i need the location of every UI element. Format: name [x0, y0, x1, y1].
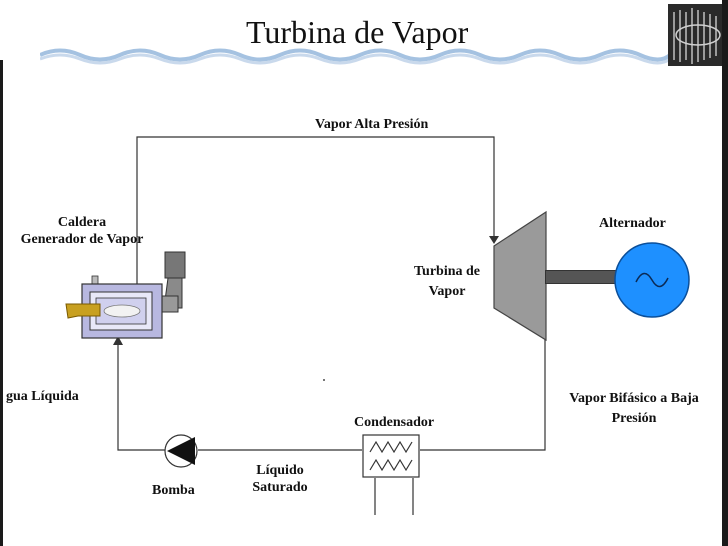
saturated-label-line2: Saturado	[252, 480, 308, 495]
boiler-label: Caldera Generador de Vapor	[6, 214, 158, 248]
boiler-label-line1: Caldera	[57, 215, 107, 230]
sine-wave-icon	[635, 272, 669, 288]
two-phase-label-line2: Presión	[611, 411, 657, 426]
high-pressure-steam-label: Vapor Alta Presión	[315, 117, 429, 132]
header-image	[668, 4, 728, 66]
pump-triangle-icon	[167, 437, 195, 465]
boiler-label-line2: Generador de Vapor	[20, 232, 144, 247]
dot	[323, 379, 325, 381]
turbine-shaft	[545, 270, 617, 284]
two-phase-label-line1: Vapor Bifásico a Baja	[569, 391, 699, 406]
turbine-label: Turbina de Vapor	[400, 263, 494, 300]
page-title: Turbina de Vapor	[246, 14, 469, 50]
condenser-label: Condensador	[354, 415, 435, 430]
turbine-icon	[493, 210, 547, 342]
liquid-water-label: gua Líquida	[6, 389, 79, 404]
left-border	[0, 60, 3, 546]
turbine-label-line1: Turbina de	[413, 264, 480, 279]
boiler-icon	[65, 251, 186, 339]
condenser-icon	[362, 434, 420, 478]
saturated-liquid-label: Líquido Saturado	[244, 462, 316, 496]
header-wave-banner	[40, 48, 670, 65]
turbine-label-line2: Vapor	[428, 284, 466, 299]
alternator-label: Alternador	[599, 216, 666, 231]
two-phase-steam-label: Vapor Bifásico a Baja Presión	[551, 390, 717, 427]
alternator-icon	[614, 242, 690, 318]
right-border	[722, 0, 728, 546]
saturated-label-line1: Líquido	[256, 463, 304, 478]
pump-label: Bomba	[152, 483, 195, 498]
pump-icon	[164, 434, 198, 468]
